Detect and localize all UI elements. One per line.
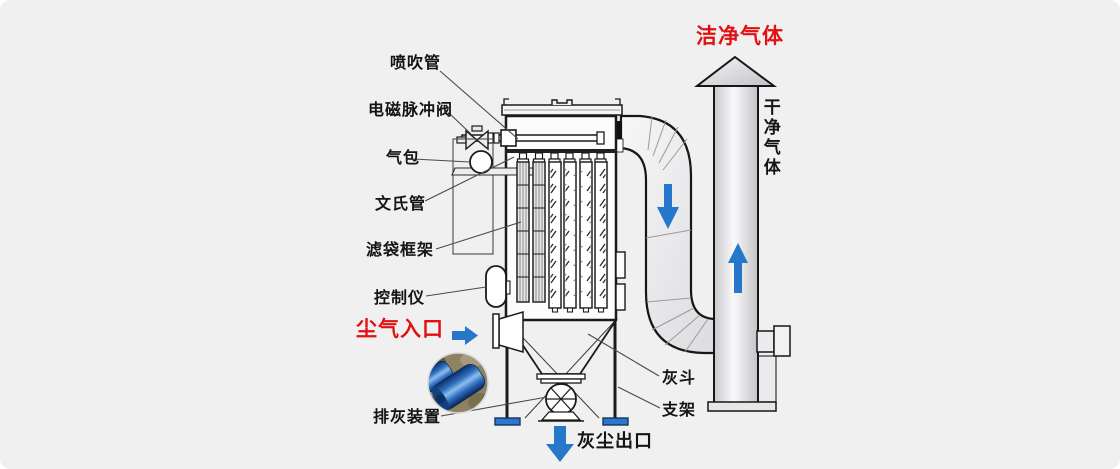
top-cover	[501, 98, 623, 116]
inlet-flow-arrow-icon	[452, 326, 478, 345]
inlet-duct	[492, 311, 524, 353]
controller-box	[485, 265, 511, 308]
label-ash-discharge: 排灰装置	[373, 407, 442, 426]
label-air-bag: 气包	[386, 148, 421, 167]
baghouse-housing	[451, 98, 629, 426]
filter-bags-caged	[516, 161, 546, 303]
label-controller: 控制仪	[374, 288, 426, 307]
chimney-side-stub	[756, 330, 775, 353]
label-support-frame: 支架	[662, 400, 697, 419]
label-clean-gas-stack: 干净气体	[759, 98, 780, 178]
dust-outlet-down-arrow-icon	[546, 426, 574, 462]
label-ash-hopper: 灰斗	[662, 368, 697, 387]
label-clean-gas: 洁净气体	[696, 24, 784, 48]
chimney-rain-cap	[694, 55, 778, 87]
duct-seam-lines	[645, 116, 709, 353]
wall-panel-steps	[615, 251, 626, 311]
chimney-base-plate	[707, 401, 777, 412]
outlet-s-duct	[619, 114, 718, 355]
label-dusty-gas-inlet: 尘气入口	[356, 317, 444, 341]
stack-up-flow-arrow-icon	[728, 243, 748, 293]
tube-sheet	[505, 149, 617, 153]
air-bag-bracket	[452, 138, 494, 255]
label-dust-outlet: 灰尘出口	[577, 431, 653, 452]
venturi-tubes	[516, 152, 607, 164]
label-venturi: 文氏管	[375, 194, 427, 213]
pulse-valve	[456, 125, 489, 151]
support-legs	[494, 320, 629, 426]
ash-discharge-photo	[427, 352, 489, 414]
label-pulse-valve: 电磁脉冲阀	[368, 100, 454, 119]
chimney-stack	[694, 55, 791, 412]
label-filter-bag-cage: 滤袋框架	[366, 240, 435, 259]
filter-bags-dusty	[548, 161, 608, 313]
blow-pipe	[461, 129, 605, 147]
rotary-valve	[536, 373, 586, 422]
duct-down-flow-arrow-icon	[657, 184, 679, 229]
label-blow-pipe: 喷吹管	[390, 53, 442, 72]
